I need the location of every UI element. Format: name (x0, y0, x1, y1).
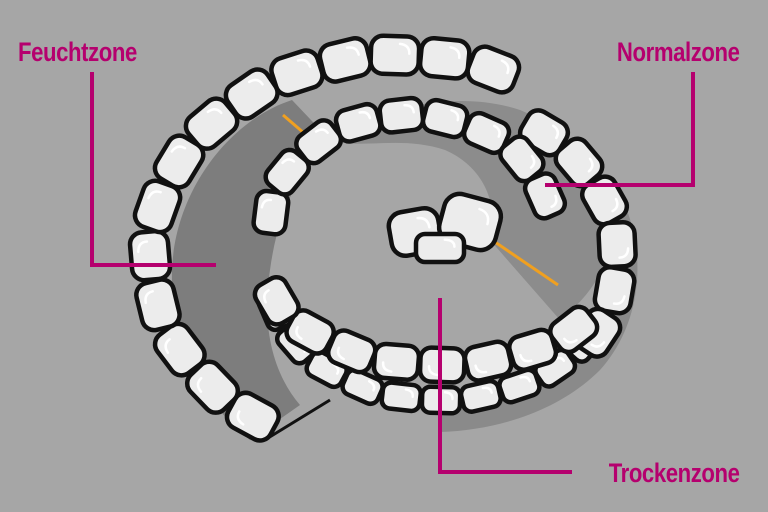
stone-base-row-7 (497, 367, 542, 405)
stone-outer-a-10 (317, 36, 373, 84)
stone-lower-ring-7 (252, 275, 301, 327)
stone-outer-a-13 (465, 44, 522, 95)
leader-wet-zone (90, 72, 216, 267)
stone-outer-a-11 (368, 33, 422, 77)
stone-outer-a-4 (127, 228, 173, 283)
stone-lower-ring-3 (417, 345, 467, 385)
stone-outer-b-3 (596, 219, 638, 270)
stone-core-3 (413, 231, 467, 265)
stone-base-row-4 (379, 380, 423, 414)
stone-outer-b-4 (592, 265, 637, 316)
leader-lines (90, 72, 695, 474)
stone-lower-ring-6 (284, 308, 336, 356)
stone-lower-ring-5 (325, 328, 378, 375)
wall-shadow (440, 180, 638, 432)
stone-outer-a-9 (269, 48, 325, 98)
stone-outer-a-6 (152, 133, 206, 190)
normal-zone-label: Normalzone (617, 37, 740, 67)
stone-lower-ring-2 (462, 339, 514, 383)
stone-lower-ring-4 (371, 341, 422, 382)
stone-outer-a-0 (224, 390, 281, 443)
leader-normal-zone (545, 72, 695, 187)
stone-inner-a-4 (377, 95, 426, 135)
stone-base-row-6 (458, 378, 503, 414)
dry-zone-label: Trockenzone (609, 458, 740, 488)
wet-zone-label: Feuchtzone (18, 37, 137, 67)
stone-outer-a-2 (152, 321, 207, 378)
stone-inner-a-6 (461, 110, 512, 156)
stone-outer-b-2 (579, 174, 630, 227)
zone-divider-bottom (267, 398, 331, 440)
zone-divider-lower (491, 238, 559, 287)
stone-inner-a-2 (294, 118, 344, 166)
stone-lower-ring-0 (548, 304, 600, 355)
stone-outer-a-8 (223, 67, 280, 121)
stone-outer-a-12 (417, 35, 472, 81)
stone-inner-a-3 (333, 101, 383, 144)
leader-dry-zone (438, 298, 572, 474)
stone-inner-a-0 (251, 188, 291, 237)
stone-base-row-3 (340, 367, 385, 407)
